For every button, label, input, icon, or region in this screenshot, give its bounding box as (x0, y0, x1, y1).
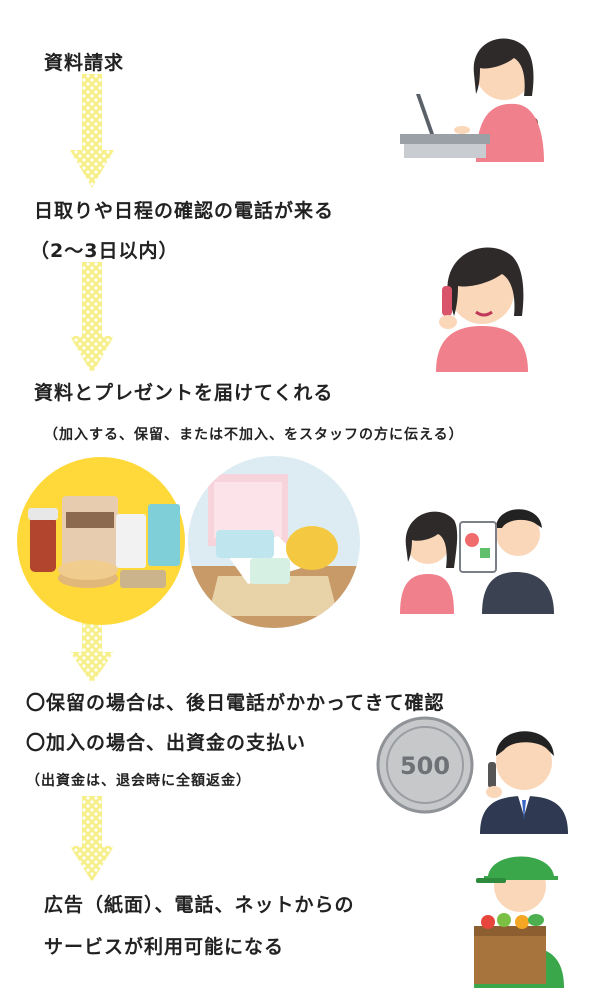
down-arrow-icon (70, 796, 114, 882)
present-photo (188, 456, 360, 628)
step-4-line1: 〇保留の場合は、後日電話がかかってきて確認 (26, 692, 445, 714)
step-3-note: （加入する、保留、または不加入、をスタッフの方に伝える） (44, 427, 464, 443)
coin-label: 500 (400, 752, 450, 780)
woman-phone-illustration (436, 247, 528, 372)
woman-laptop-illustration (400, 38, 544, 162)
step-1-title: 資料請求 (44, 52, 125, 74)
step-2-title: 日取りや日程の確認の電話が来る (34, 200, 335, 222)
staff-meeting-illustration (400, 509, 554, 614)
man-phone-illustration (480, 731, 568, 834)
step-5-line2: サービスが利用可能になる (44, 936, 285, 958)
down-arrow-icon (70, 262, 114, 374)
coin-500-illustration: 500 (376, 716, 474, 814)
down-arrow-icon (70, 74, 114, 188)
down-arrow-icon (70, 620, 114, 684)
step-3-title: 資料とプレゼントを届けてくれる (34, 382, 334, 404)
delivery-illustration (474, 856, 564, 988)
products-photo (17, 457, 185, 625)
step-4-line2: 〇加入の場合、出資金の支払い (26, 732, 307, 754)
step-4-note: （出資金は、退会時に全額返金） (26, 773, 251, 789)
step-5-line1: 広告（紙面）、電話、ネットからの (44, 894, 355, 916)
step-2-sub: （2～3日以内） (30, 240, 179, 262)
